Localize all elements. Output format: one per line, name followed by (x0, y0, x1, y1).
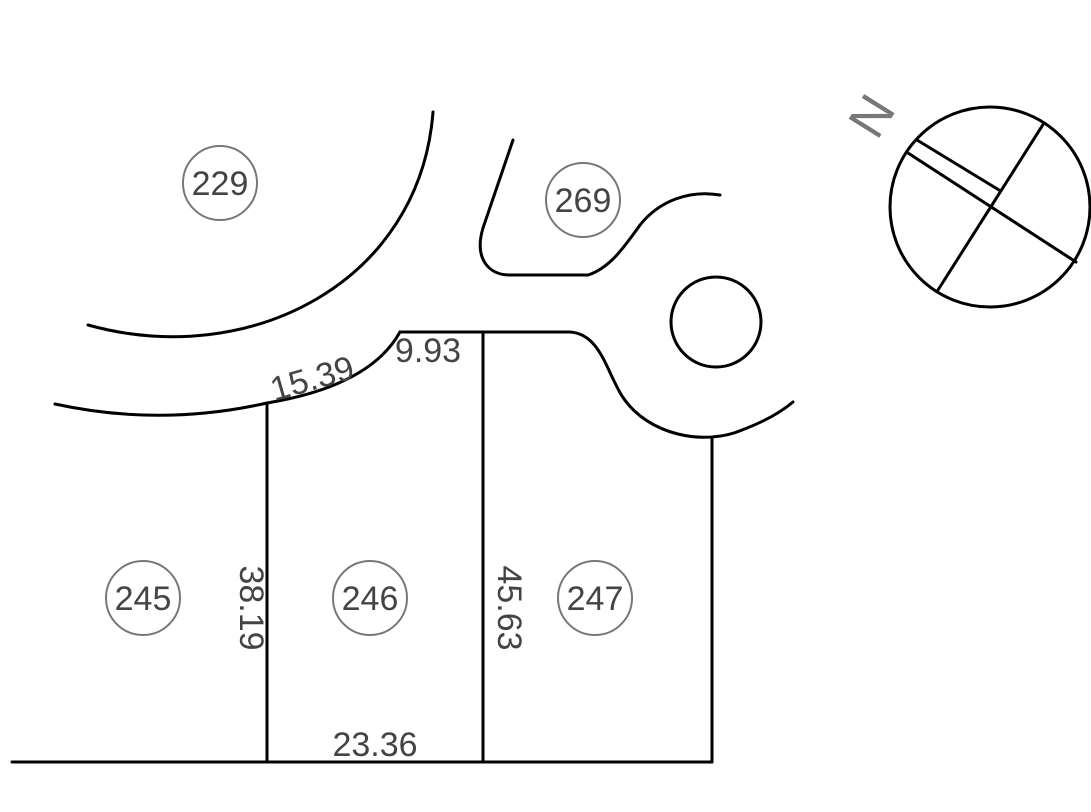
lot-number: 246 (342, 580, 399, 618)
north-label: N (838, 85, 907, 148)
lot-number: 269 (555, 182, 612, 220)
lot-269-edge (478, 138, 722, 277)
north-arrow: N (838, 85, 1091, 309)
lot-number: 229 (192, 165, 249, 203)
street-arc-south (53, 330, 402, 417)
boundary-lines (10, 110, 795, 764)
lot-247: 247 (557, 560, 633, 636)
dimension-labels: 15.39 9.93 38.19 45.63 23.36 (232, 332, 528, 764)
lot-number: 245 (115, 580, 172, 618)
lot-246: 246 (332, 560, 408, 636)
dim-arc-right: 9.93 (395, 332, 461, 370)
dim-side-left: 38.19 (232, 565, 270, 650)
cul-de-sac-edge (398, 330, 795, 439)
compass-line-north-marker (915, 138, 1001, 192)
lot-269: 269 (545, 162, 621, 238)
dim-arc-left: 15.39 (266, 349, 358, 409)
dim-frontage: 23.36 (332, 726, 417, 764)
lot-labels: 229 269 245 246 247 (105, 145, 633, 636)
dim-side-right: 45.63 (490, 565, 528, 650)
lot-229: 229 (182, 145, 258, 221)
compass-line-ns (936, 121, 1046, 292)
lot-number: 247 (567, 580, 624, 618)
lot-245: 245 (105, 560, 181, 636)
compass-circle (888, 105, 1091, 309)
cul-de-sac-island (669, 275, 763, 369)
street-arc-north (86, 110, 435, 339)
